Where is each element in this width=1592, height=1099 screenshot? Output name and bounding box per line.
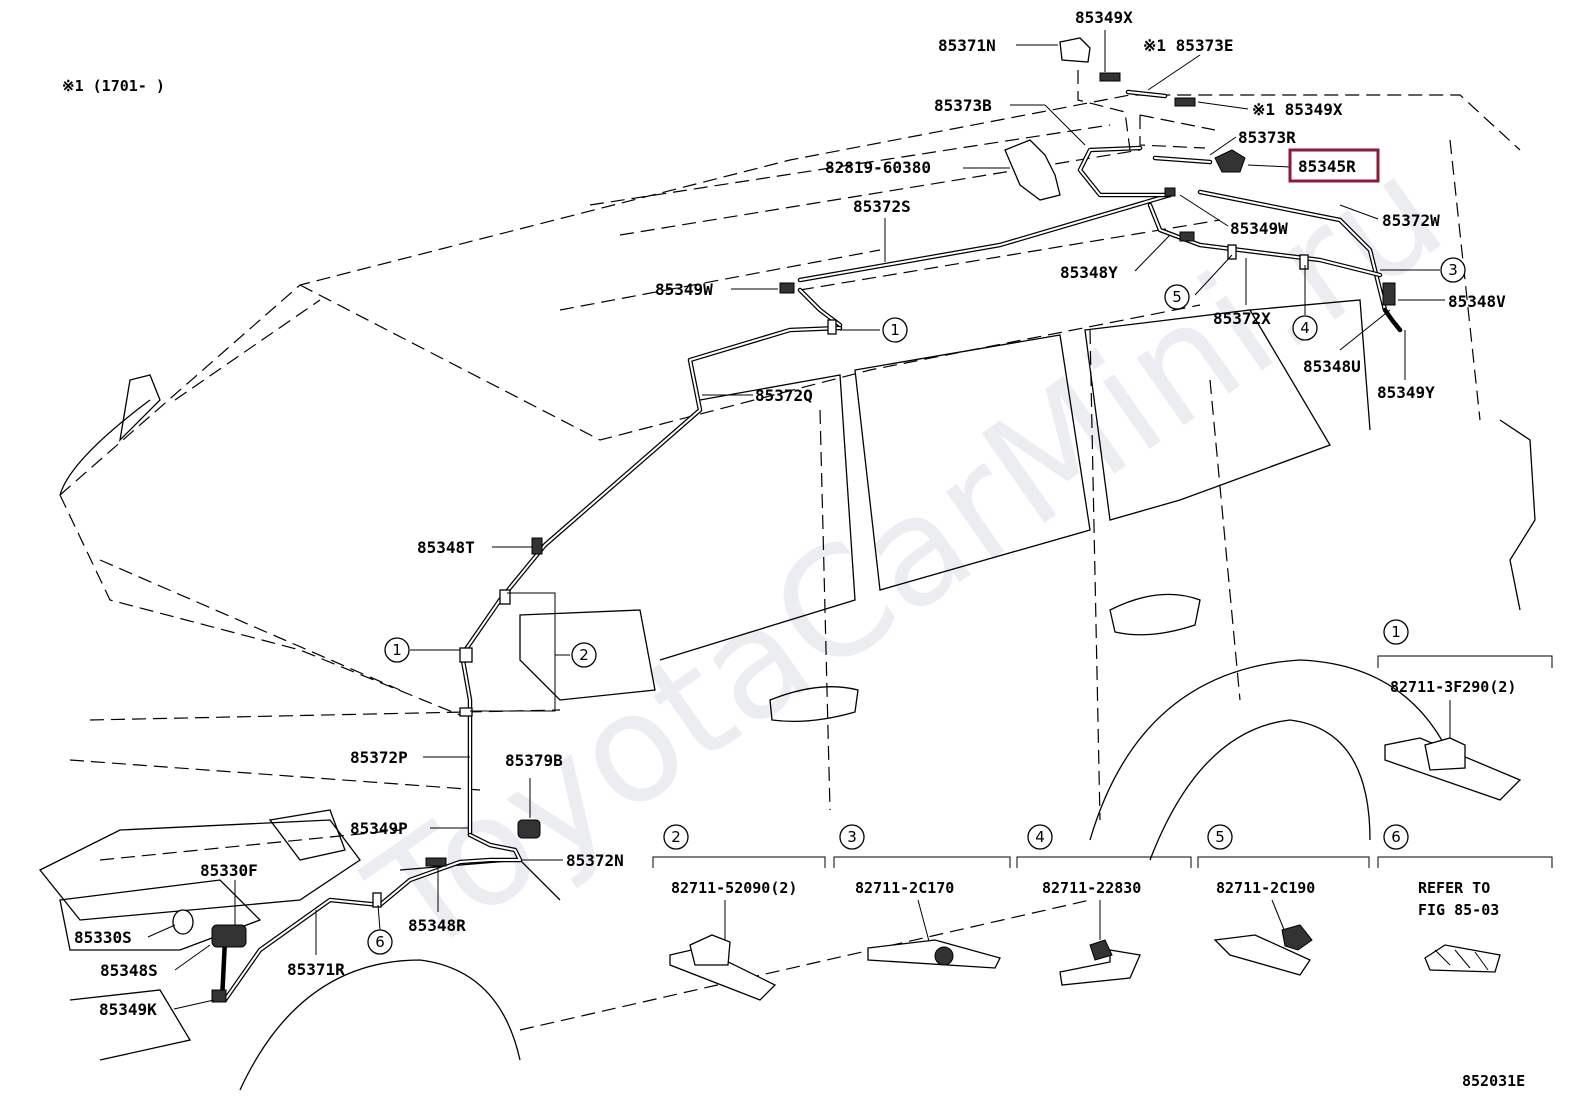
label-85372Q: 85372Q xyxy=(755,386,813,405)
svg-text:5: 5 xyxy=(1215,828,1225,846)
label-85372X: 85372X xyxy=(1213,309,1271,328)
inset-1: 1 82711-3F290(2) xyxy=(1377,619,1553,801)
inset-2: 2 82711-52090(2) xyxy=(652,824,826,1001)
label-85372N: 85372N xyxy=(566,851,624,870)
label-85371N: 85371N xyxy=(938,36,996,55)
pump-85330F xyxy=(211,924,247,948)
label-85373E: ※1 85373E xyxy=(1143,36,1233,55)
label-85348S: 85348S xyxy=(100,961,158,980)
svg-text:2: 2 xyxy=(671,828,681,846)
washer-hoses xyxy=(172,37,1403,1003)
svg-text:4: 4 xyxy=(1035,828,1045,846)
label-82819-60380: 82819-60380 xyxy=(825,158,931,177)
label-85349K: 85349K xyxy=(99,1000,157,1019)
label-85373R: 85373R xyxy=(1238,128,1296,147)
label-85373B: 85373B xyxy=(934,96,992,115)
callouts: 1 1 2 3 4 5 6 xyxy=(367,257,1466,955)
label-85330F: 85330F xyxy=(200,861,258,880)
callout-1-pillar: 1 xyxy=(392,641,402,659)
callout-5: 5 xyxy=(1172,288,1182,306)
diagram-code: 852031E xyxy=(1462,1072,1525,1090)
callout-2: 2 xyxy=(579,646,589,664)
inset-6-line2: FIG 85-03 xyxy=(1418,901,1499,919)
label-85345R: 85345R xyxy=(1298,157,1356,176)
label-85349Y: 85349Y xyxy=(1377,383,1435,402)
label-85348Y: 85348Y xyxy=(1060,263,1118,282)
label-85349X-top: 85349X xyxy=(1075,8,1133,27)
label-85372S: 85372S xyxy=(853,197,911,216)
leader-lines xyxy=(147,30,1445,1010)
svg-text:3: 3 xyxy=(847,828,857,846)
callout-4: 4 xyxy=(1300,319,1310,337)
inset-6-line1: REFER TO xyxy=(1418,879,1490,897)
label-85349X-right: ※1 85349X xyxy=(1252,100,1343,119)
label-85349P: 85349P xyxy=(350,819,408,838)
label-85330S: 85330S xyxy=(74,928,132,947)
inset-4-part: 82711-22830 xyxy=(1042,879,1141,897)
label-85348T: 85348T xyxy=(417,538,475,557)
inset-3-part: 82711-2C170 xyxy=(855,879,954,897)
label-85349W-right: 85349W xyxy=(1230,219,1288,238)
label-85371R: 85371R xyxy=(287,960,345,979)
callout-3: 3 xyxy=(1448,261,1458,279)
svg-text:6: 6 xyxy=(1391,828,1401,846)
inset-1-part: 82711-3F290(2) xyxy=(1390,678,1516,696)
nozzle-85345R xyxy=(1214,149,1246,173)
plug-85379B xyxy=(517,819,541,839)
note-text: ※1 (1701- ) xyxy=(62,77,165,95)
inset-5: 5 82711-2C190 xyxy=(1197,824,1370,976)
label-85372P: 85372P xyxy=(350,748,408,767)
inset-6: 6 REFER TO FIG 85-03 xyxy=(1377,824,1553,973)
grommet-85330S xyxy=(172,909,194,935)
callout-1-roof: 1 xyxy=(890,321,900,339)
label-85372W: 85372W xyxy=(1382,211,1440,230)
inset-2-part: 82711-52090(2) xyxy=(671,879,797,897)
inset-3: 3 82711-2C170 xyxy=(833,824,1011,969)
grommet-82819 xyxy=(1004,139,1061,201)
part-labels: ※1 (1701- ) 85349X 85371N ※1 85373E 8537… xyxy=(62,8,1525,1090)
highlight-box xyxy=(1288,148,1380,183)
vehicle-outline xyxy=(38,94,1536,1091)
inset-4: 4 82711-22830 xyxy=(1016,824,1192,986)
label-85348R: 85348R xyxy=(408,916,466,935)
label-85349W-left: 85349W xyxy=(655,280,713,299)
label-85379B: 85379B xyxy=(505,751,563,770)
inset-5-part: 82711-2C190 xyxy=(1216,879,1315,897)
callout-6: 6 xyxy=(375,933,385,951)
svg-text:1: 1 xyxy=(1391,623,1401,641)
label-85348V: 85348V xyxy=(1448,292,1506,311)
nozzle-85371N xyxy=(1059,37,1091,63)
label-85348U: 85348U xyxy=(1303,357,1361,376)
